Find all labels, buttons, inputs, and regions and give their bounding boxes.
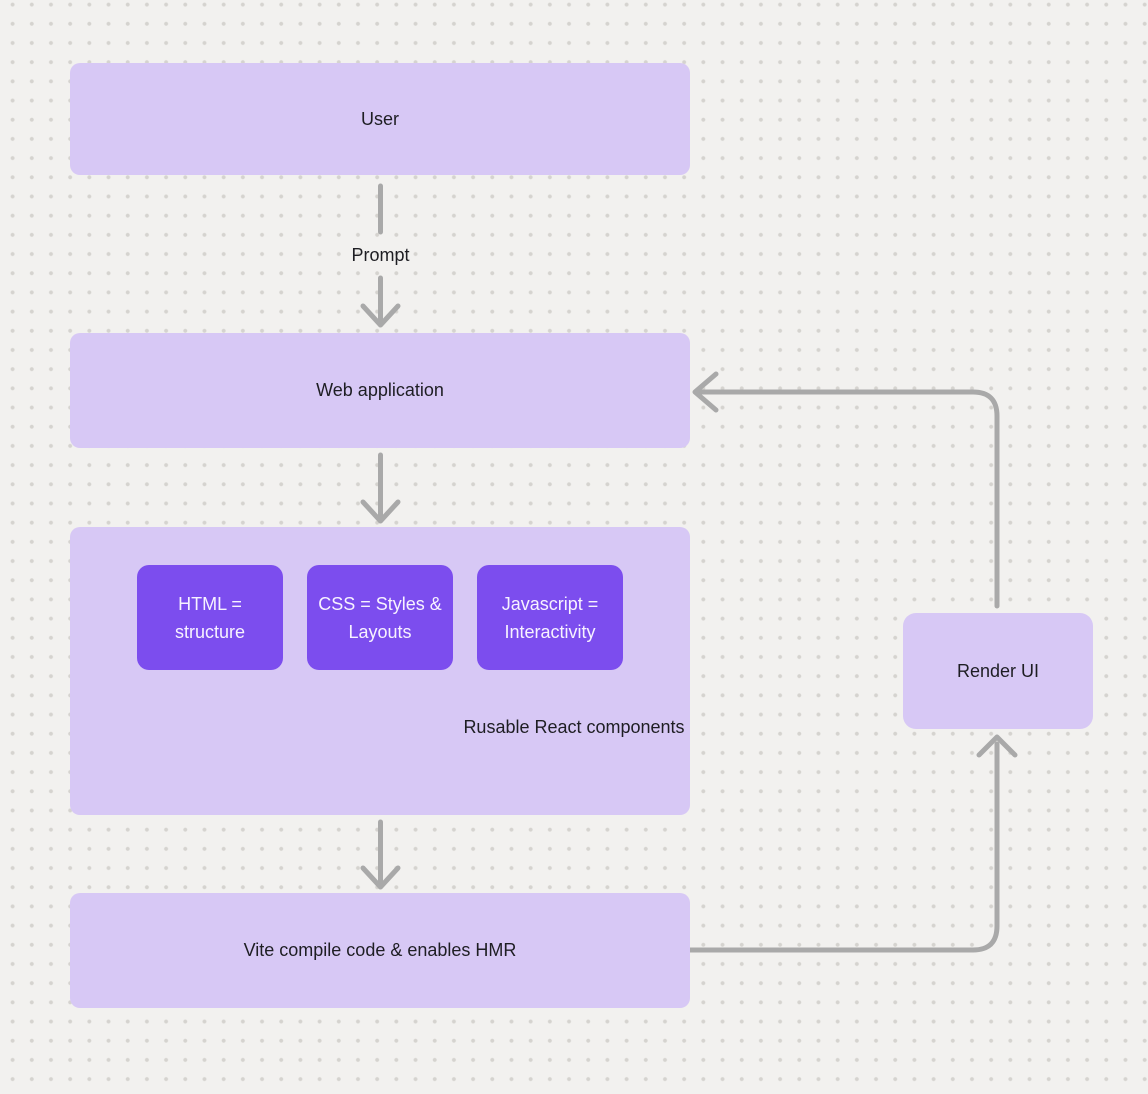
node-web-application-label: Web application (316, 380, 444, 400)
arrowhead-down-icon (360, 303, 401, 328)
components-caption: Rusable React components (463, 717, 685, 737)
node-render-ui-label: Render UI (956, 660, 1040, 681)
arrowhead-down-icon (360, 499, 401, 524)
node-render-ui: Render UI (903, 613, 1093, 729)
node-react-components-group: HTML = structure CSS = Styles & Layouts … (70, 527, 690, 815)
connector-components-to-vite (360, 819, 401, 890)
arrowhead-down-icon (360, 865, 401, 890)
connector-vite-to-render (687, 734, 1018, 953)
edge-label-prompt: Prompt (351, 245, 410, 265)
node-html: HTML = structure (137, 565, 283, 670)
connector-webapp-to-components (360, 452, 401, 524)
node-user-label: User (360, 108, 399, 129)
node-css: CSS = Styles & Layouts (307, 565, 453, 670)
node-web-application: Web application (70, 333, 690, 448)
node-user: User (70, 63, 690, 175)
node-vite: Vite compile code & enables HMR (70, 893, 690, 1008)
node-javascript: Javascript = Interactivity (477, 565, 623, 670)
arrowhead-left-icon (692, 371, 719, 413)
connector-render-to-webapp (692, 371, 1000, 609)
arrowhead-up-icon (976, 734, 1018, 758)
components-row: HTML = structure CSS = Styles & Layouts … (137, 565, 623, 670)
connector-user-to-webapp (360, 183, 401, 328)
node-vite-label: Vite compile code & enables HMR (243, 940, 517, 960)
